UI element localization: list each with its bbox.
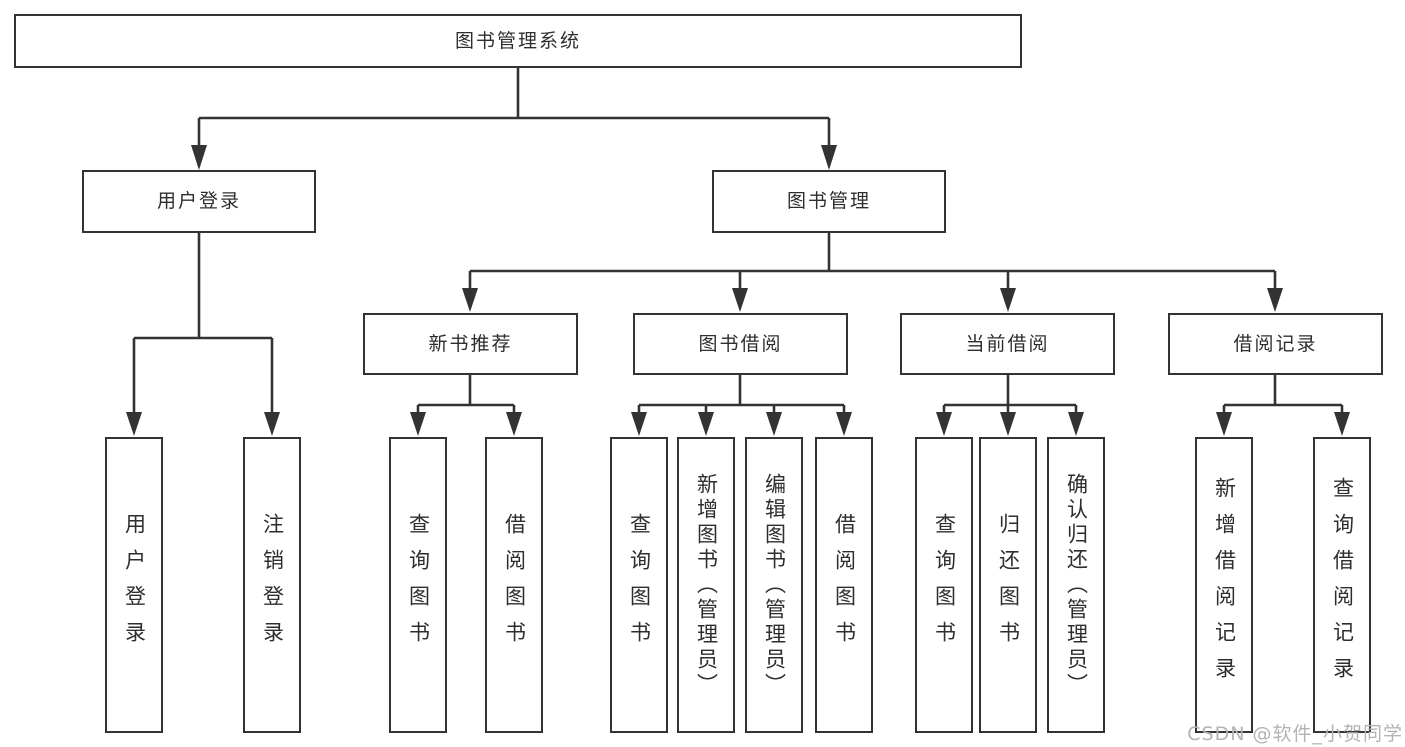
watermark: CSDN @软件_小贺同学 — [1187, 723, 1403, 745]
leaf-br-add-record: 新增借阅记录 — [1195, 437, 1253, 733]
leaf-cb-return-books: 归还图书 — [979, 437, 1037, 733]
leaf-bb-borrow-books: 借阅图书 — [815, 437, 873, 733]
leaf-br-query-record: 查询借阅记录 — [1313, 437, 1371, 733]
leaf-rec-borrow-books: 借阅图书 — [485, 437, 543, 733]
leaf-bb-add-books-admin: 新增图书（管理员） — [677, 437, 735, 733]
leaf-logout: 注销登录 — [243, 437, 301, 733]
node-user-login: 用户登录 — [82, 170, 316, 233]
arrowheads — [126, 145, 1350, 436]
node-new-book-recommendation: 新书推荐 — [363, 313, 578, 375]
node-book-borrowing: 图书借阅 — [633, 313, 848, 375]
leaf-rec-query-books: 查询图书 — [389, 437, 447, 733]
leaf-cb-query-books: 查询图书 — [915, 437, 973, 733]
node-book-management: 图书管理 — [712, 170, 946, 233]
node-current-borrowing: 当前借阅 — [900, 313, 1115, 375]
node-borrowing-records: 借阅记录 — [1168, 313, 1383, 375]
leaf-bb-edit-books-admin: 编辑图书（管理员） — [745, 437, 803, 733]
leaf-cb-confirm-return-admin: 确认归还（管理员） — [1047, 437, 1105, 733]
leaf-bb-query-books: 查询图书 — [610, 437, 668, 733]
leaf-user-login: 用户登录 — [105, 437, 163, 733]
node-library-management-system: 图书管理系统 — [14, 14, 1022, 68]
